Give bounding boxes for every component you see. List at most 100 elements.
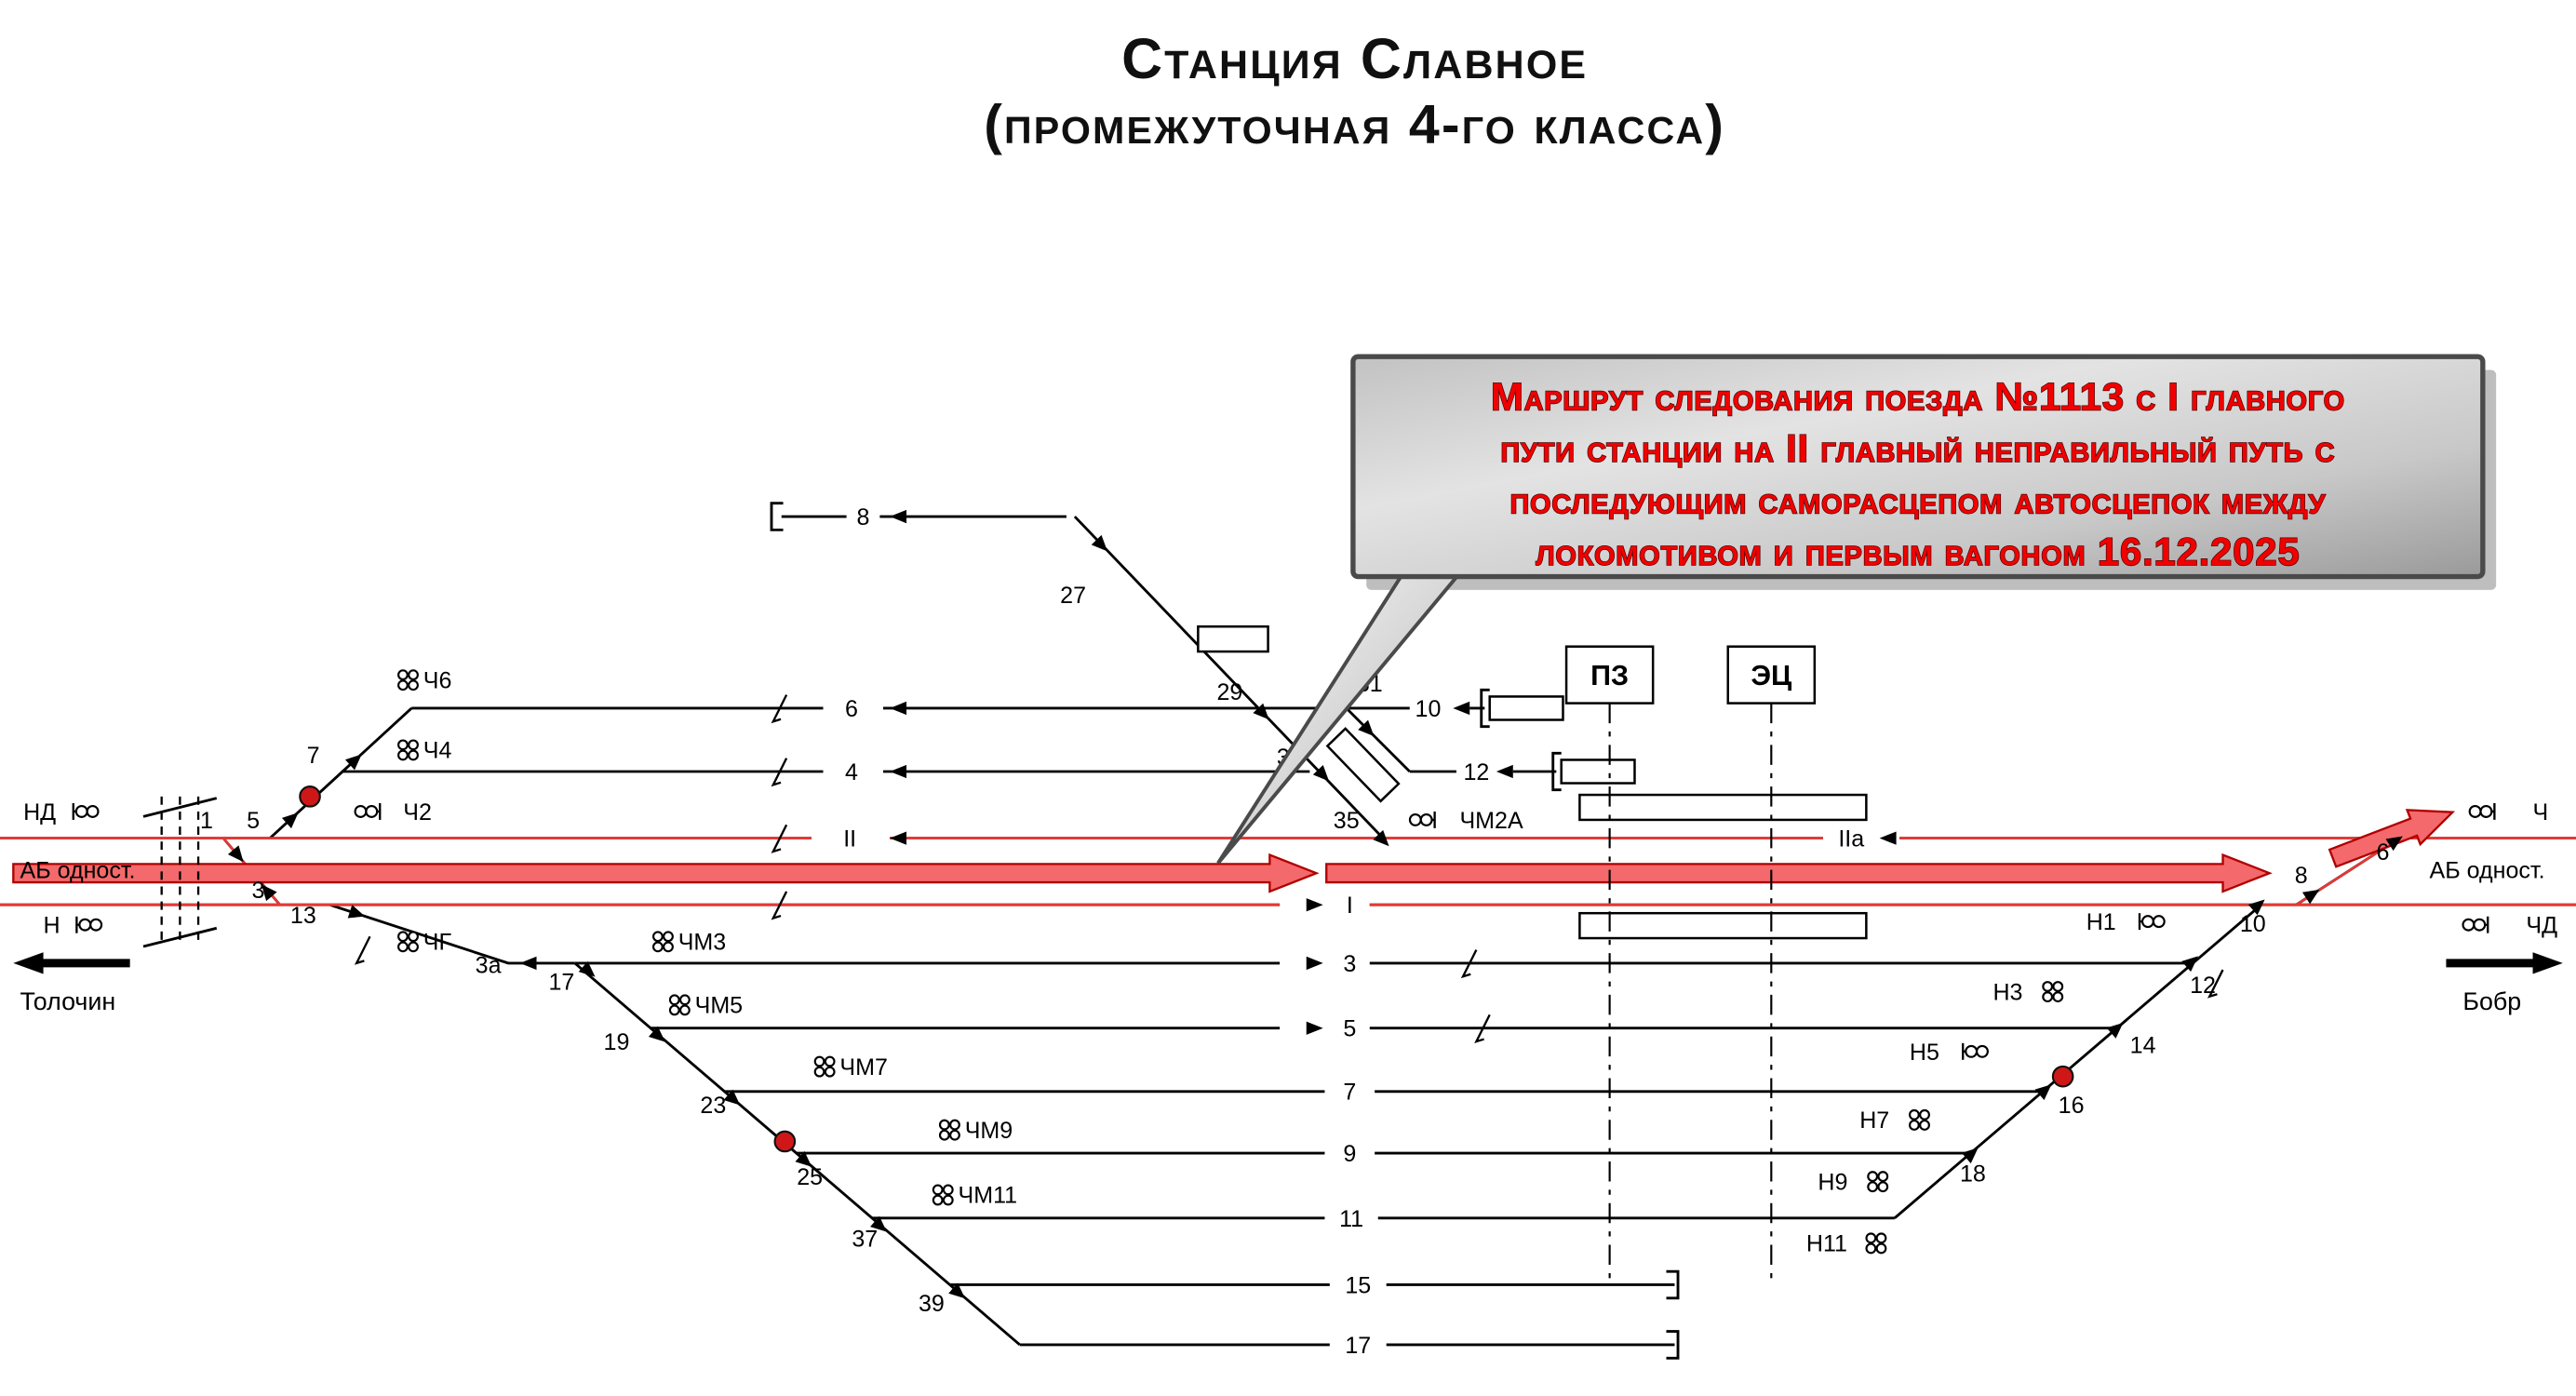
chg-signal-icon <box>397 931 419 953</box>
route-arrow-east <box>1325 852 2273 893</box>
platform-upper <box>1578 793 1868 822</box>
n9-signal-icon <box>1867 1171 1889 1193</box>
chm3-signal-icon <box>651 931 674 953</box>
signal-chm7-label: ЧМ7 <box>839 1054 888 1081</box>
signal-ch6-label: Ч6 <box>423 667 452 693</box>
signal-n3-label: Н3 <box>1992 979 2022 1005</box>
labels: НД АБ одност. Н Толочин Ч АБ одност. ЧД … <box>20 504 2557 1359</box>
switch-10-label: 10 <box>2240 911 2266 937</box>
closed-signal-icon <box>2051 1065 2074 1088</box>
switch-markers <box>227 534 2407 1304</box>
switch-17-label: 17 <box>548 970 574 996</box>
switch-16-label: 16 <box>2059 1093 2085 1119</box>
station-title: Станция Славное <box>1121 28 1589 92</box>
dock-track-12 <box>1560 758 1636 785</box>
track-17-label: 17 <box>1345 1333 1371 1359</box>
chm11-signal-icon <box>932 1184 954 1206</box>
dock-10-endstop <box>1480 688 1490 729</box>
switch-7-label: 7 <box>307 743 320 769</box>
signal-chm2a-label: ЧМ2А <box>1459 808 1523 834</box>
closed-signals <box>299 785 2074 1153</box>
n11-signal-icon <box>1865 1232 1887 1255</box>
track-3a-label: 3а <box>476 953 502 979</box>
bobr-arrow <box>2446 952 2563 974</box>
chm9-signal-icon <box>938 1119 960 1141</box>
callout-text-line: Маршрут следования поезда №1113 с I глав… <box>1491 374 2345 418</box>
switch-3-label: 3 <box>252 878 265 904</box>
track-II-label: II <box>843 826 856 852</box>
tolochin-arrow <box>13 952 130 974</box>
chm2a-signal-icon <box>1408 810 1436 830</box>
n7-signal-icon <box>1909 1108 1930 1131</box>
switch-19-label: 19 <box>604 1029 630 1055</box>
switch-29-label: 29 <box>1216 679 1242 705</box>
ch2-signal-icon <box>354 801 382 822</box>
route-red-lines <box>0 837 2576 906</box>
station-subtitle: (промежуточная 4-го класса) <box>984 93 1726 155</box>
ch-entry-signal-icon <box>2468 801 2496 822</box>
ch4-signal-icon <box>397 739 419 761</box>
ab-left-label: АБ одност. <box>20 858 135 884</box>
chm7-signal-icon <box>813 1055 836 1078</box>
switch-13-label: 13 <box>290 903 316 929</box>
signal-n-label: Н <box>44 913 60 939</box>
n5-signal-icon <box>1962 1041 1990 1061</box>
track-10-label: 10 <box>1415 696 1442 722</box>
chm5-signal-icon <box>668 994 691 1016</box>
route-arrow-west <box>12 852 1320 893</box>
ec-building <box>1726 645 1817 705</box>
top-diagonal <box>1073 516 1385 839</box>
ch6-signal-icon <box>397 669 419 691</box>
signal-n7-label: Н7 <box>1859 1107 1889 1134</box>
station-boundary <box>142 796 218 948</box>
track-4-label: 4 <box>845 759 858 785</box>
structures: ПЗ ЭЦ <box>1197 624 1868 1287</box>
switch-37-label: 37 <box>852 1226 878 1252</box>
ladder-right <box>1893 904 2262 1219</box>
track-15-endstop <box>1666 1269 1680 1300</box>
signal-ch-label: Ч <box>2533 799 2549 826</box>
diagonal-31 <box>1345 706 1411 773</box>
switch-39-label: 39 <box>919 1291 945 1317</box>
route-arrows <box>12 809 2456 893</box>
signal-chm3-label: ЧМ3 <box>678 930 727 956</box>
closed-signal-icon <box>299 785 321 808</box>
station-right-label: Бобр <box>2462 987 2521 1015</box>
track-I-label: I <box>1347 893 1353 919</box>
switch-12-label: 12 <box>2190 973 2216 999</box>
track-9-label: 9 <box>1343 1141 1356 1167</box>
pz-building <box>1564 645 1655 705</box>
closed-signal-icon <box>773 1130 797 1153</box>
signal-n9-label: Н9 <box>1818 1169 1847 1195</box>
switch-14-label: 14 <box>2130 1033 2156 1059</box>
signal-chm9-label: ЧМ9 <box>965 1118 1013 1144</box>
track-5-label: 5 <box>1343 1016 1356 1042</box>
track-17-endstop <box>1666 1330 1680 1360</box>
callout-text-line: последующим саморасцепом автосцепок межд… <box>1509 477 2326 521</box>
signal-nd-label: НД <box>23 799 56 826</box>
pz-label: ПЗ <box>1590 660 1629 691</box>
switch-8-label: 8 <box>2295 863 2308 889</box>
track-7-label: 7 <box>1343 1080 1356 1106</box>
switch-18-label: 18 <box>1960 1161 1986 1187</box>
ab-right-label: АБ одност. <box>2430 858 2545 884</box>
track-3-label: 3 <box>1343 951 1356 977</box>
track-8-label: 8 <box>857 504 870 530</box>
signal-ch4-label: Ч4 <box>423 738 452 764</box>
platform-lower <box>1578 911 1868 940</box>
signal-chm11-label: ЧМ11 <box>959 1183 1018 1209</box>
track-direction-arrows <box>13 509 2563 1035</box>
signal-n5-label: Н5 <box>1910 1040 1939 1066</box>
station-left-label: Толочин <box>20 987 115 1015</box>
signal-chd-label: ЧД <box>2526 913 2557 939</box>
nd-entry-signal-icon <box>72 801 100 822</box>
signal-n11-label: Н11 <box>1806 1231 1847 1257</box>
callout-text-line: пути станции на II главный неправильный … <box>1500 426 2335 470</box>
dock-12-endstop <box>1551 751 1562 792</box>
signal-n1-label: Н1 <box>2086 909 2116 935</box>
signal-chg-label: ЧГ <box>423 930 452 956</box>
switch-27-label: 27 <box>1060 583 1086 609</box>
track-8-endstop <box>770 502 784 531</box>
